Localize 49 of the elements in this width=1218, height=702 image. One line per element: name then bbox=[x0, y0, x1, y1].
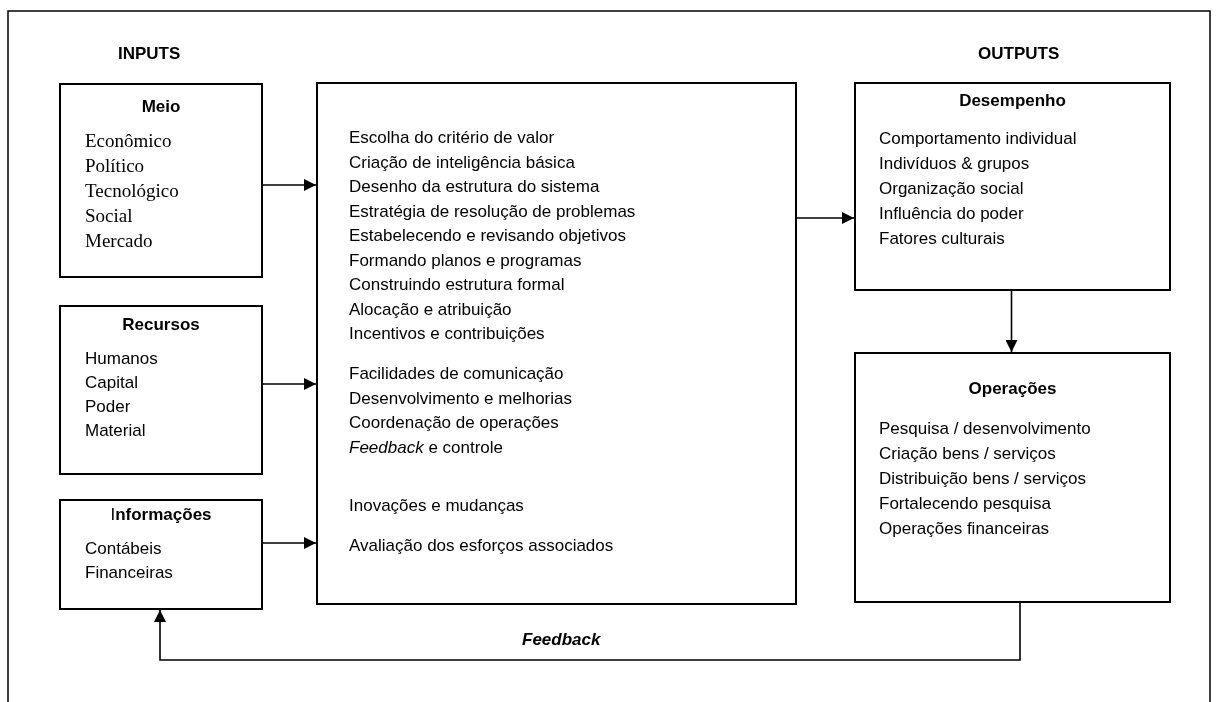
box-heading: Meio bbox=[140, 97, 182, 117]
box-heading: Recursos bbox=[121, 315, 201, 335]
list-item: Indivíduos & grupos bbox=[879, 154, 1030, 174]
list-item: Mercado bbox=[85, 231, 153, 251]
list-item: Fatores culturais bbox=[879, 229, 1005, 249]
list-item: Fortalecendo pesquisa bbox=[879, 494, 1051, 514]
process-box bbox=[59, 499, 263, 610]
list-item: Incentivos e contribuições bbox=[349, 324, 545, 344]
list-item: Construindo estrutura formal bbox=[349, 275, 565, 295]
process-box bbox=[59, 83, 263, 278]
list-item: Estratégia de resolução de problemas bbox=[349, 201, 636, 222]
list-item: Operações financeiras bbox=[879, 519, 1050, 539]
list-item: Avaliação dos esforços associados bbox=[349, 536, 614, 556]
list-item: Poder bbox=[85, 397, 131, 417]
box-heading: Informações bbox=[109, 505, 213, 525]
list-item: Humanos bbox=[85, 349, 158, 369]
list-item: Desenvolvimento e melhorias bbox=[349, 388, 572, 409]
list-item: Formando planos e programas bbox=[349, 250, 582, 271]
process-box bbox=[316, 82, 797, 605]
list-item: Econômico bbox=[85, 131, 172, 151]
list-item: Tecnológico bbox=[85, 181, 179, 201]
list-item: Pesquisa / desenvolvimento bbox=[879, 419, 1091, 439]
column-heading: OUTPUTS bbox=[978, 44, 1060, 64]
list-item: Criação de inteligência básica bbox=[349, 152, 575, 173]
list-item: Estabelecendo e revisando objetivos bbox=[349, 226, 626, 246]
list-item: Social bbox=[85, 206, 133, 226]
list-item: Feedback e controle bbox=[349, 437, 504, 458]
list-item: Contábeis bbox=[85, 539, 162, 559]
list-item: Capital bbox=[85, 373, 138, 393]
list-item: Criação bens / serviços bbox=[879, 444, 1056, 464]
list-item: Inovações e mudanças bbox=[349, 496, 524, 516]
list-item: Coordenação de operações bbox=[349, 413, 559, 433]
process-box bbox=[854, 82, 1171, 291]
list-item: Material bbox=[85, 421, 146, 441]
list-item: Facilidades de comunicação bbox=[349, 364, 564, 384]
list-item: Comportamento individual bbox=[879, 129, 1077, 149]
list-item: Alocação e atribuição bbox=[349, 299, 512, 320]
column-heading: INPUTS bbox=[118, 44, 181, 64]
box-heading: Operações bbox=[967, 379, 1058, 399]
list-item: Distribuição bens / serviços bbox=[879, 469, 1086, 489]
list-item: Organização social bbox=[879, 179, 1024, 199]
process-box bbox=[59, 305, 263, 475]
list-item: Desenho da estrutura do sistema bbox=[349, 177, 600, 197]
list-item: Financeiras bbox=[85, 563, 173, 583]
box-heading: Desempenho bbox=[958, 91, 1067, 111]
list-item: Escolha do critério de valor bbox=[349, 128, 555, 148]
process-box bbox=[854, 352, 1171, 603]
list-item: Influência do poder bbox=[879, 204, 1024, 224]
list-item: Político bbox=[85, 156, 145, 176]
